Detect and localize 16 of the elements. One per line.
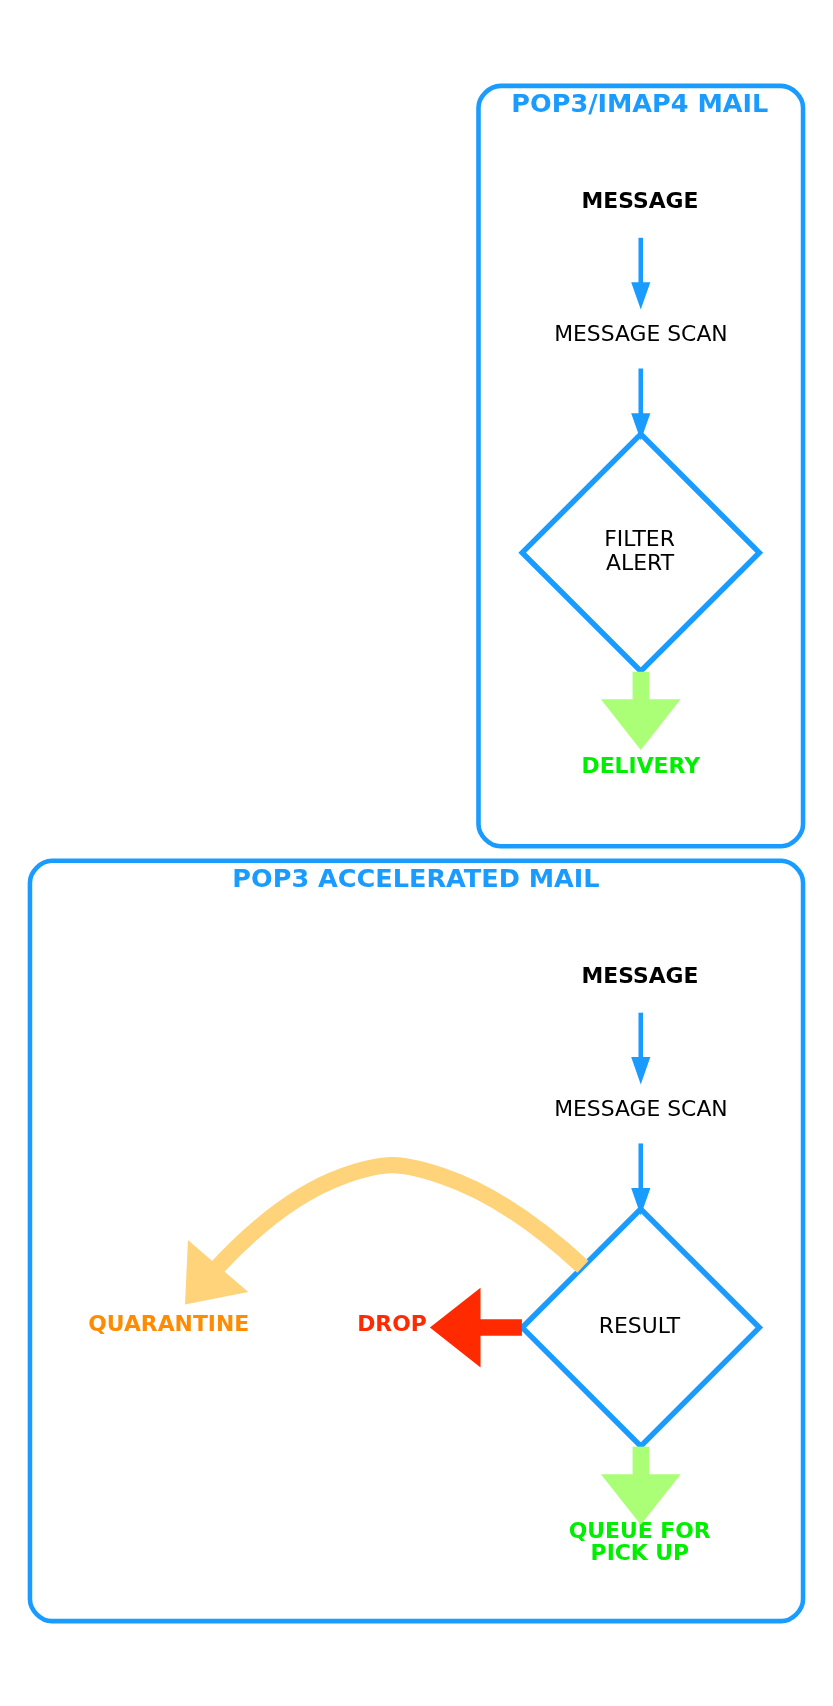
arrow (185, 1156, 589, 1304)
node-text: MESSAGE SCAN (554, 1095, 728, 1121)
arrow (631, 1012, 651, 1084)
arrow (631, 1142, 651, 1215)
node-text: MESSAGE SCAN (554, 320, 728, 346)
arrow (600, 1446, 681, 1525)
node-text: DROP (357, 1310, 427, 1336)
arrow (600, 671, 681, 750)
node-text: MESSAGE (581, 962, 699, 988)
node-text: MESSAGE (581, 187, 699, 213)
arrow (631, 237, 651, 310)
arrow (631, 368, 651, 441)
node-text: QUEUE FOR PICK UP (568, 1517, 711, 1565)
node-text: DELIVERY (581, 752, 700, 778)
arrow (429, 1287, 522, 1367)
node-text: QUARANTINE (88, 1310, 250, 1336)
